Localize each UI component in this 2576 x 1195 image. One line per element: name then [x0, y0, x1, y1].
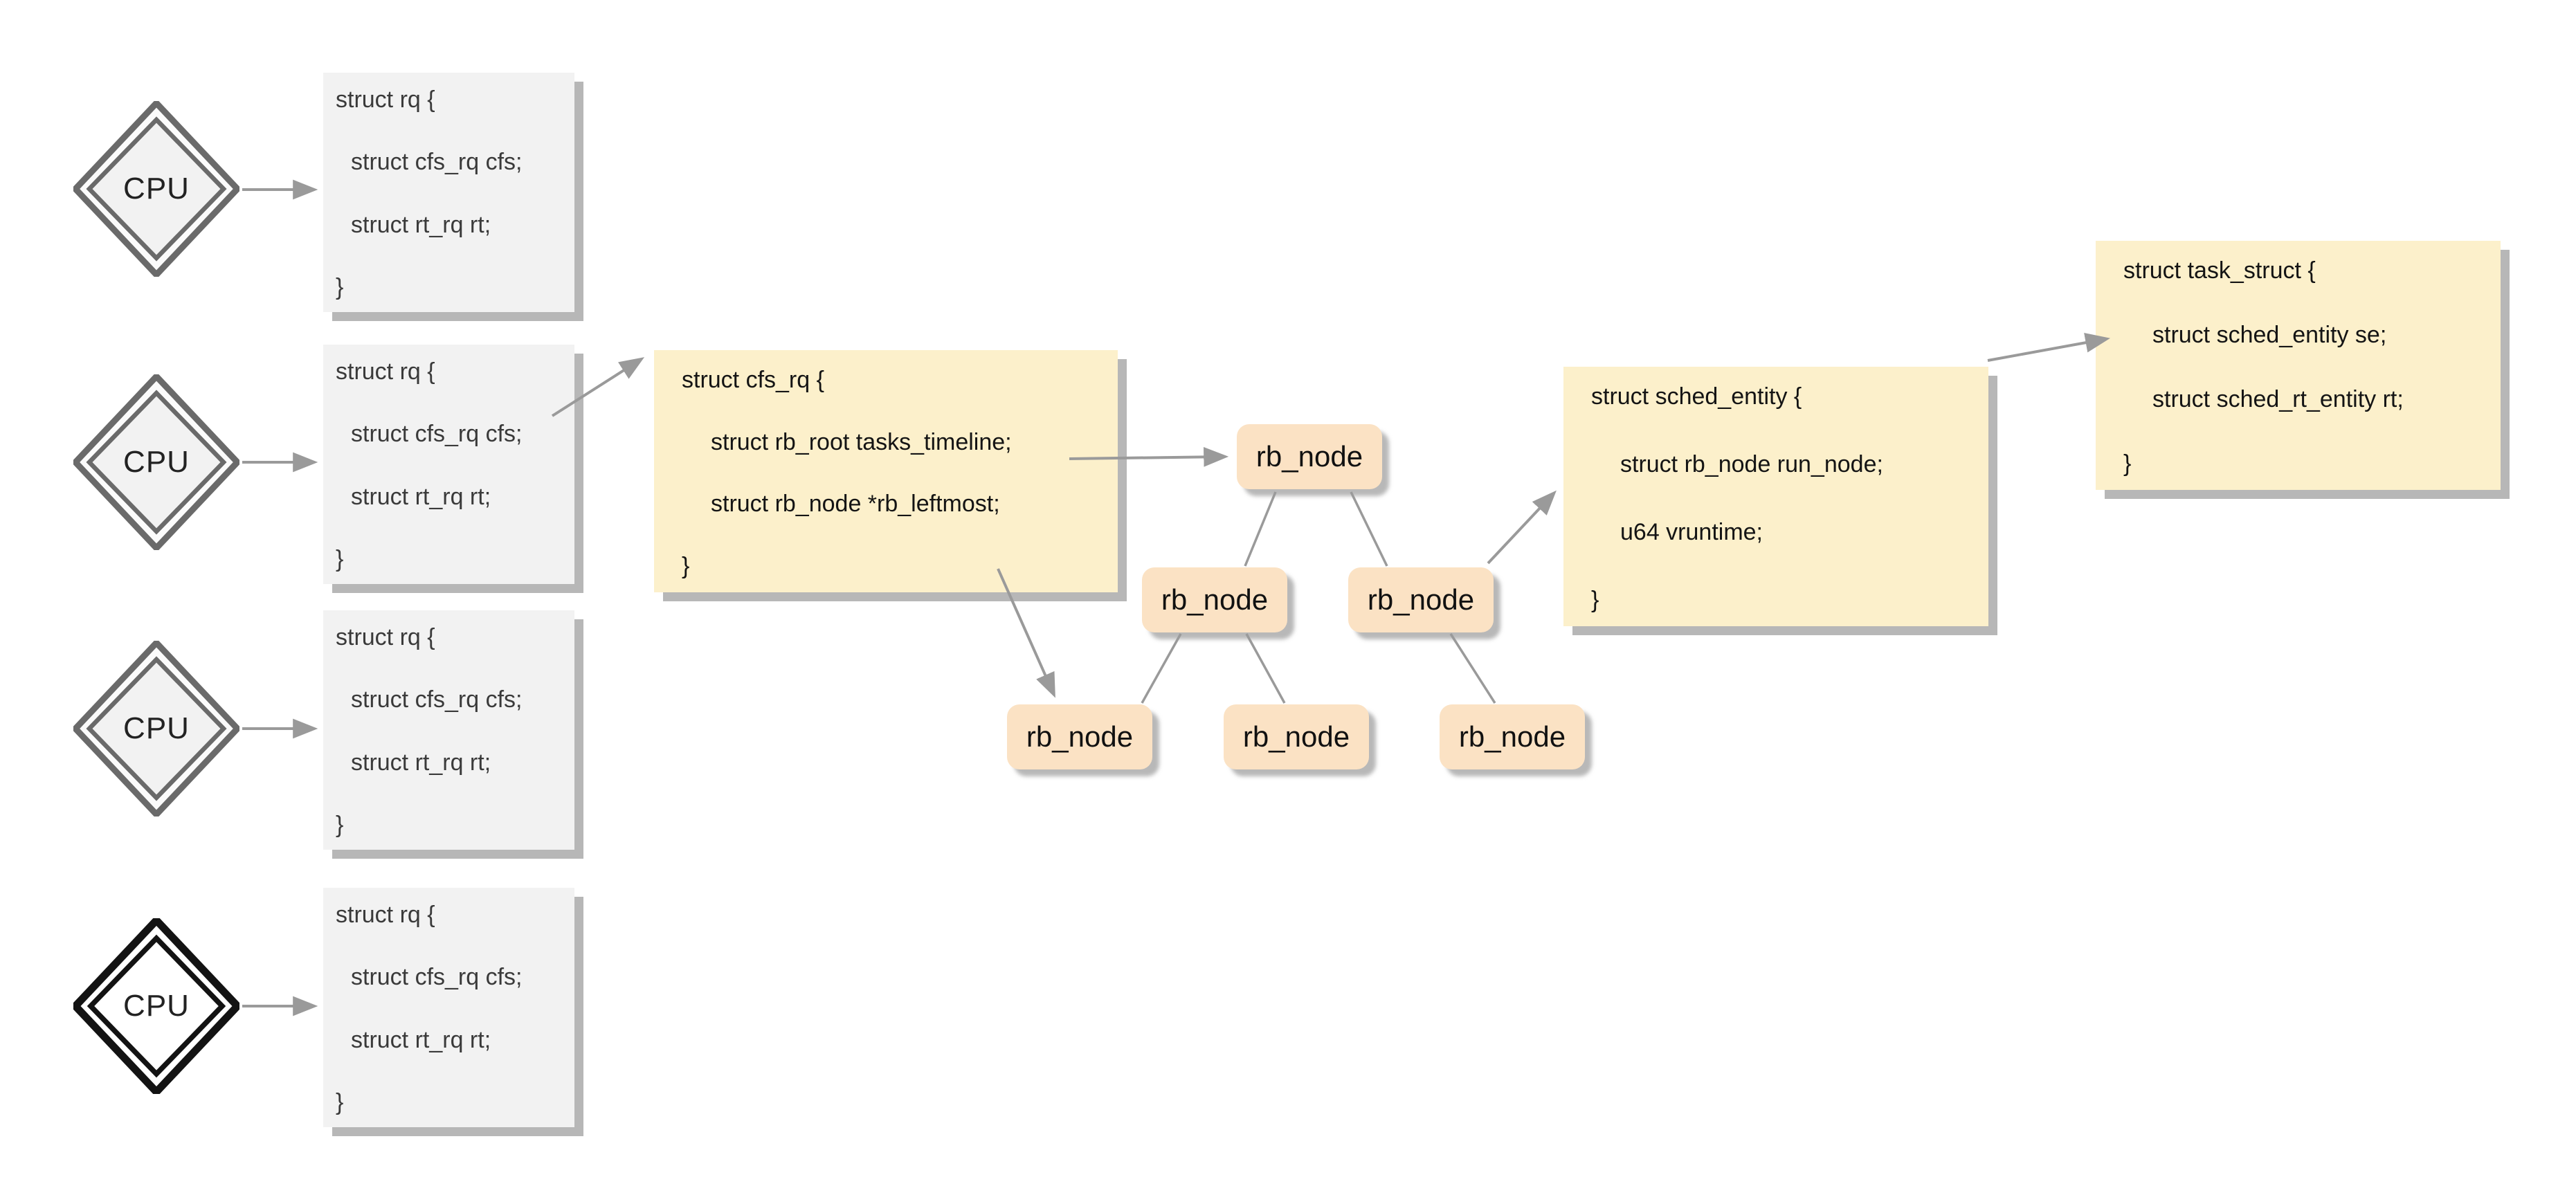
- struct-rq-box-1: struct rq { struct cfs_rq cfs; struct rt…: [323, 73, 574, 312]
- struct-field: struct rb_root tasks_timeline;: [711, 428, 1012, 455]
- struct-close-brace: }: [336, 545, 344, 572]
- struct-title: struct sched_entity {: [1591, 383, 1802, 410]
- cpu-diamond-icon: [73, 641, 239, 817]
- struct-rq-box-3: struct rq { struct cfs_rq cfs; struct rt…: [323, 610, 574, 850]
- struct-close-brace: }: [336, 273, 344, 300]
- struct-field: struct cfs_rq cfs;: [351, 964, 523, 991]
- struct-field: struct sched_entity se;: [2152, 321, 2387, 348]
- cpu-label: CPU: [123, 445, 190, 479]
- struct-field: struct rt_rq rt;: [351, 211, 491, 238]
- struct-field: struct sched_rt_entity rt;: [2152, 385, 2404, 412]
- struct-field: struct cfs_rq cfs;: [351, 686, 523, 713]
- struct-close-brace: }: [336, 811, 344, 838]
- struct-field: struct rb_node *rb_leftmost;: [711, 491, 1000, 518]
- cpu-node-3: CPU: [73, 641, 239, 817]
- cpu-node-1: CPU: [73, 101, 239, 277]
- cpu-node-4: CPU: [73, 918, 239, 1094]
- struct-close-brace: }: [2123, 450, 2132, 477]
- struct-field: struct cfs_rq cfs;: [351, 421, 523, 448]
- edge-right-child-to-leaf-3: [1449, 633, 1496, 704]
- struct-title: struct task_struct {: [2123, 257, 2316, 284]
- struct-field: struct rb_node run_node;: [1620, 450, 1883, 477]
- edge-root-to-left-child: [1244, 491, 1277, 567]
- struct-close-brace: }: [682, 552, 690, 579]
- rb-node-root: rb_node: [1237, 424, 1382, 489]
- rb-node-leaf-3: rb_node: [1440, 704, 1585, 769]
- struct-field: struct rt_rq rt;: [351, 749, 491, 776]
- struct-rq-box-2: struct rq { struct cfs_rq cfs; struct rt…: [323, 345, 574, 584]
- struct-close-brace: }: [1591, 586, 1599, 613]
- struct-field: u64 vruntime;: [1620, 518, 1763, 545]
- struct-title: struct rq {: [336, 902, 435, 928]
- struct-field: struct rt_rq rt;: [351, 1026, 491, 1053]
- struct-title: struct rq {: [336, 624, 435, 650]
- cpu-diamond-icon: [73, 374, 239, 550]
- edge-left-child-to-leaf-2: [1245, 633, 1286, 704]
- cpu-label: CPU: [123, 989, 190, 1023]
- rb-node-left-child: rb_node: [1142, 567, 1287, 632]
- rb-node-leaf-1: rb_node: [1007, 704, 1152, 769]
- struct-cfs-rq-box: struct cfs_rq { struct rb_root tasks_tim…: [654, 350, 1118, 592]
- cpu-diamond-icon: [73, 918, 239, 1094]
- struct-title: struct rq {: [336, 358, 435, 385]
- struct-title: struct rq {: [336, 86, 435, 113]
- cpu-label: CPU: [123, 172, 190, 206]
- struct-task-struct-box: struct task_struct { struct sched_entity…: [2096, 241, 2501, 490]
- cpu-node-2: CPU: [73, 374, 239, 550]
- struct-field: struct rt_rq rt;: [351, 483, 491, 510]
- struct-rq-box-4: struct rq { struct cfs_rq cfs; struct rt…: [323, 888, 574, 1127]
- arrow-rb-node-to-sched-entity: [1487, 490, 1557, 565]
- rb-node-right-child: rb_node: [1348, 567, 1494, 632]
- struct-field: struct cfs_rq cfs;: [351, 149, 523, 176]
- cpu-label: CPU: [123, 711, 190, 745]
- cpu-diamond-icon: [73, 101, 239, 277]
- struct-sched-entity-box: struct sched_entity { struct rb_node run…: [1563, 367, 1988, 626]
- struct-close-brace: }: [336, 1088, 344, 1115]
- edge-root-to-right-child: [1350, 491, 1388, 567]
- rb-node-leaf-2: rb_node: [1224, 704, 1369, 769]
- edge-left-child-to-leaf-1: [1141, 633, 1182, 704]
- struct-title: struct cfs_rq {: [682, 367, 824, 393]
- arrow-sched-entity-to-task-struct: [1987, 333, 2111, 362]
